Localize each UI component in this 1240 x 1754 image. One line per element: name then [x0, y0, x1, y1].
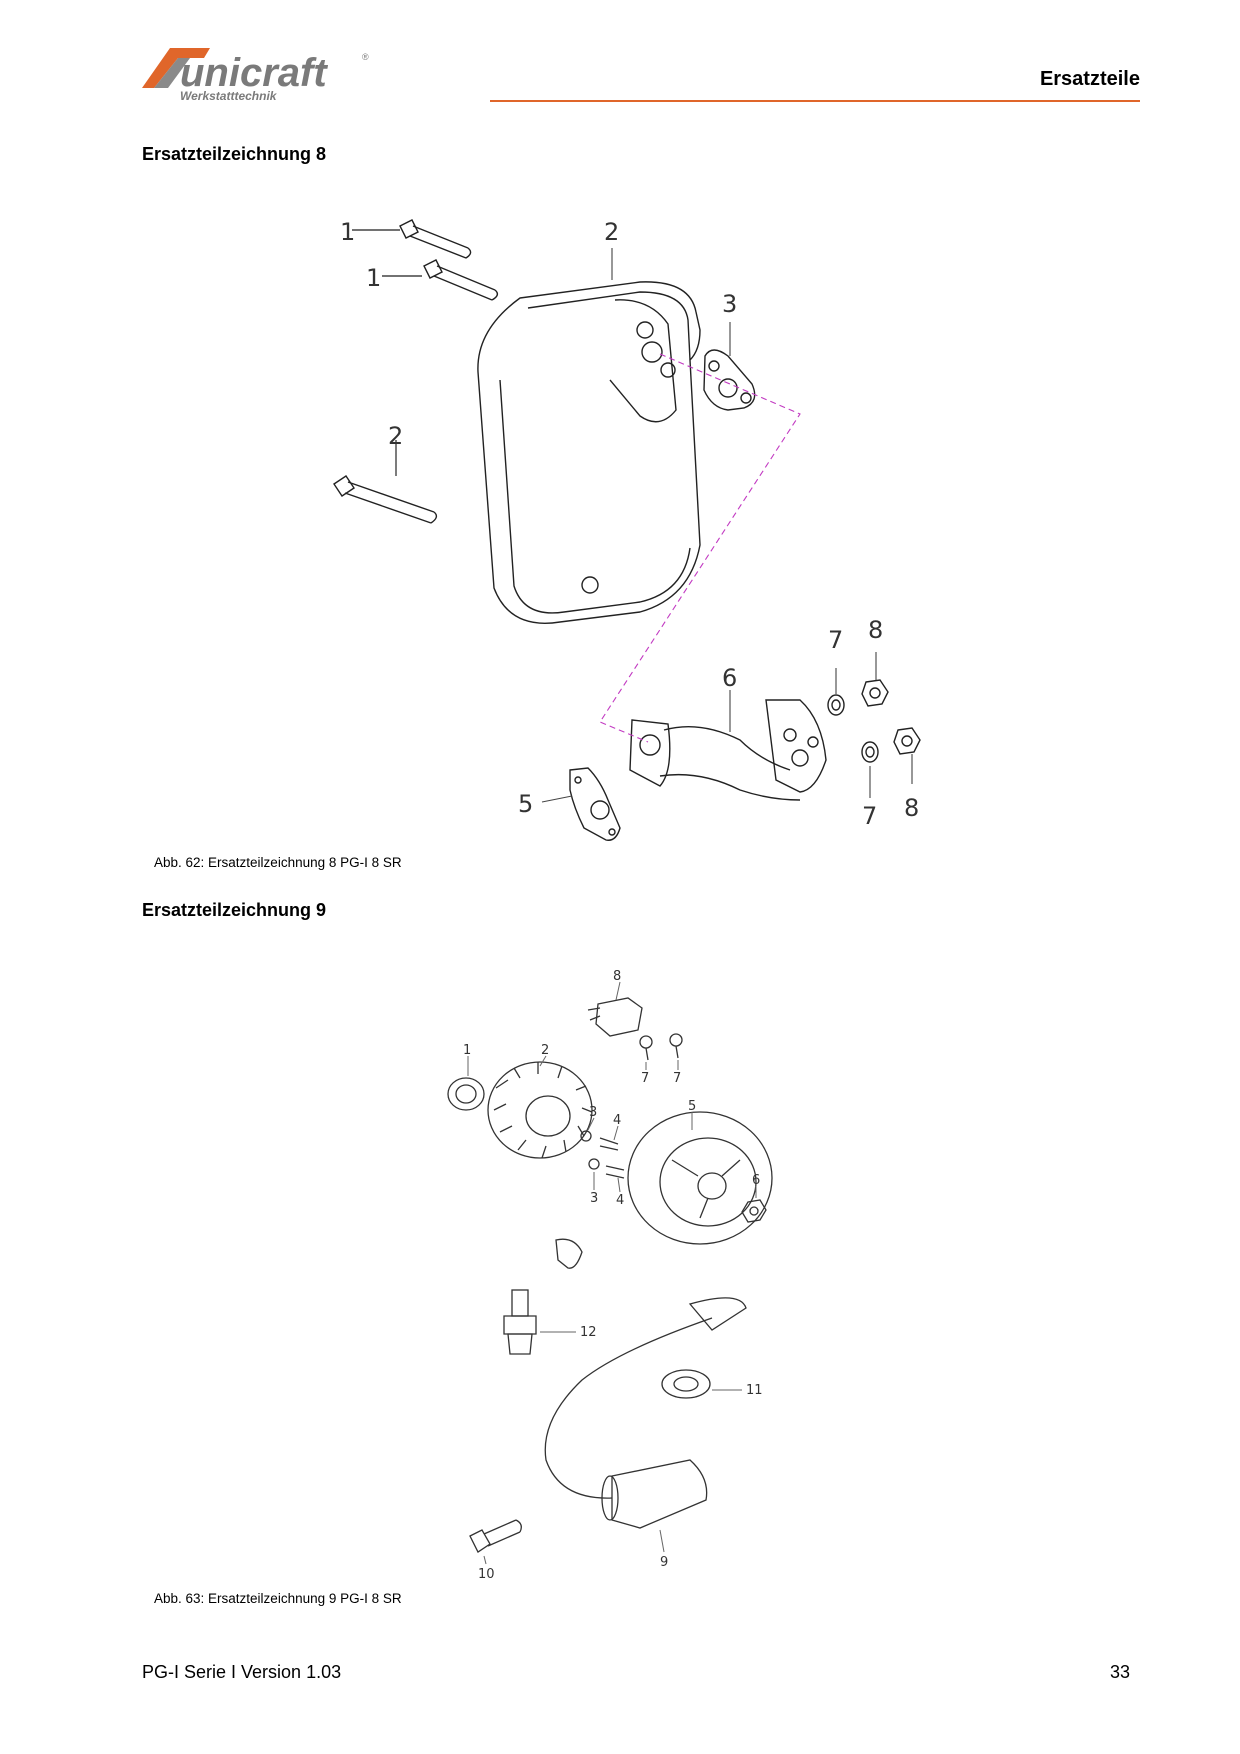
- part-label: 7: [862, 802, 877, 830]
- parts-drawing-8: 1 1 2 2 3 5 6 7 8 7 8: [0, 200, 1240, 850]
- spark-plug-icon: [503, 1289, 537, 1355]
- bolt-icon: [399, 219, 472, 259]
- unicraft-logo: unicraft ® Werkstatttechnik: [140, 44, 380, 106]
- bolt-icon: [605, 1165, 625, 1179]
- part-label: 1: [366, 264, 381, 292]
- switch-icon: [587, 997, 643, 1037]
- part-label: 2: [388, 422, 403, 450]
- gasket-icon: [703, 349, 756, 411]
- figure-caption-62: Abb. 62: Ersatzteilzeichnung 8 PG-I 8 SR: [154, 855, 402, 870]
- part-label: 11: [746, 1383, 763, 1398]
- part-label: 5: [688, 1099, 696, 1114]
- stator-icon: [487, 1061, 593, 1159]
- header-title: Ersatzteile: [1039, 68, 1140, 90]
- part-label: 6: [722, 664, 737, 692]
- section-title-9: Ersatzteilzeichnung 9: [142, 900, 327, 920]
- part-label: 7: [673, 1071, 681, 1086]
- muffler-icon: [477, 281, 701, 624]
- page-number: 33: [1109, 1662, 1130, 1682]
- logo-subtitle: Werkstatttechnik: [180, 89, 278, 103]
- part-label: 2: [541, 1043, 549, 1058]
- footer-doc-label: PG-I Serie I Version 1.03: [142, 1662, 342, 1682]
- part-label: 6: [752, 1173, 760, 1188]
- nut-icon: [861, 679, 889, 707]
- nut-icon: [893, 727, 921, 755]
- nut-icon: [741, 1199, 767, 1223]
- part-label: 7: [641, 1071, 649, 1086]
- gasket-icon: [569, 767, 621, 841]
- logo-wordmark: unicraft: [180, 51, 328, 95]
- assembly-centerline: [599, 353, 801, 743]
- logo-registered-mark: ®: [362, 52, 369, 62]
- seal-icon: [447, 1077, 485, 1111]
- part-label: 4: [613, 1113, 621, 1128]
- part-label: 12: [580, 1325, 597, 1340]
- section-title-8: Ersatzteilzeichnung 8: [142, 144, 327, 164]
- washer-icon: [827, 694, 845, 716]
- part-label: 1: [340, 218, 355, 246]
- header-rule: [490, 100, 1140, 102]
- part-label: 3: [589, 1105, 597, 1120]
- figure-caption-63: Abb. 63: Ersatzteilzeichnung 9 PG-I 8 SR: [154, 1591, 402, 1606]
- part-label: 8: [904, 794, 919, 822]
- logo-mark-grey: [154, 58, 190, 88]
- part-label: 8: [868, 616, 883, 644]
- part-label: 10: [478, 1567, 495, 1582]
- washer-icon: [580, 1130, 592, 1142]
- part-label: 3: [590, 1191, 598, 1206]
- washer-icon: [588, 1158, 600, 1170]
- parts-drawing-9: 8 7 7 1 2 3 4 3 4 5 6 12 11 9 10: [0, 960, 1240, 1590]
- screw-icon: [669, 1033, 683, 1059]
- grommet-icon: [661, 1369, 711, 1399]
- ignition-coil-icon: [544, 1297, 747, 1529]
- part-label: 8: [613, 969, 621, 984]
- bolt-icon: [333, 475, 438, 524]
- logo-mark-orange: [142, 48, 210, 88]
- part-label: 5: [518, 790, 533, 818]
- part-label: 7: [828, 626, 843, 654]
- part-label: 9: [660, 1555, 668, 1570]
- bolt-icon: [423, 259, 499, 301]
- washer-icon: [861, 741, 879, 763]
- screw-icon: [639, 1035, 653, 1061]
- key-icon: [555, 1238, 583, 1269]
- flywheel-icon: [627, 1111, 773, 1245]
- part-label: 2: [604, 218, 619, 246]
- bolt-icon: [469, 1519, 522, 1553]
- bolt-icon: [599, 1137, 619, 1151]
- part-label: 4: [616, 1193, 624, 1208]
- exhaust-pipe-icon: [629, 699, 827, 801]
- part-label: 3: [722, 290, 737, 318]
- part-label: 1: [463, 1043, 471, 1058]
